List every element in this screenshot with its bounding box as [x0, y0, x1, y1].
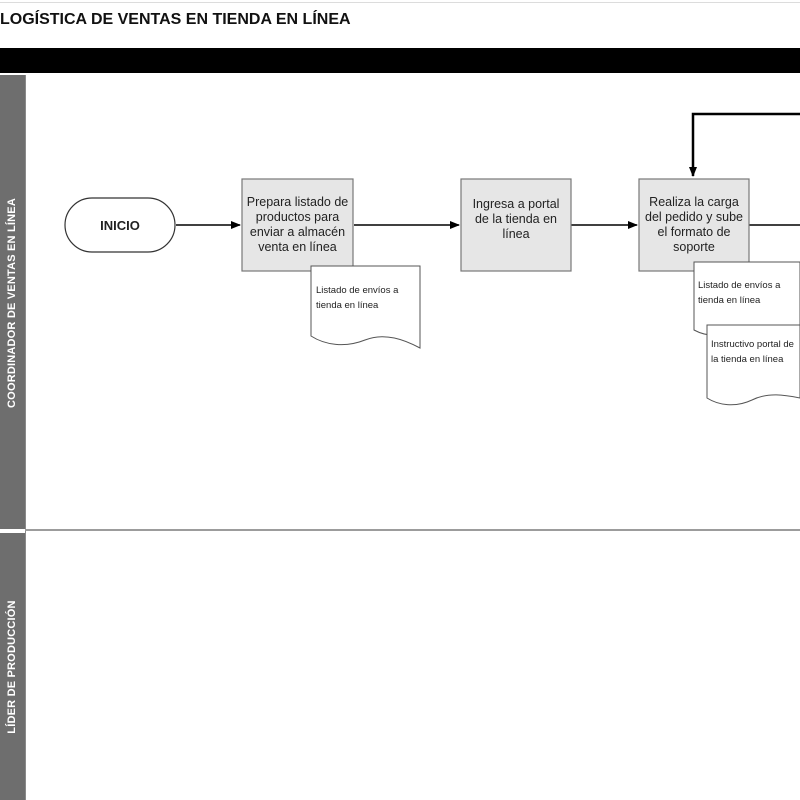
arrow-loop-into-step3	[689, 112, 800, 177]
document-shape-1	[310, 265, 421, 349]
document-shape-3	[706, 324, 800, 406]
top-border-line	[0, 2, 800, 3]
document-1-text: Listado de envíos a tienda en línea	[316, 285, 399, 311]
process-box-step2	[460, 178, 572, 272]
lane-left-border	[25, 75, 26, 800]
document-3-text: Instructivo portal de la tienda en línea	[711, 339, 794, 365]
lane-separator	[25, 529, 800, 531]
process-box-step3	[638, 178, 750, 272]
diagram-title: LOGÍSTICA DE VENTAS EN TIENDA EN LÍNEA	[0, 11, 351, 28]
lane-label-gap	[0, 529, 25, 533]
start-terminator	[64, 197, 176, 253]
document-2-text: Listado de envíos a tienda en línea	[698, 280, 781, 306]
process-box-step1	[241, 178, 354, 272]
lane-label-lider: LÍDER DE PRODUCCIÓN	[0, 533, 25, 800]
header-bar	[0, 48, 800, 73]
lane-label-coordinador: COORDINADOR DE VENTAS EN LÍNEA	[0, 75, 25, 530]
